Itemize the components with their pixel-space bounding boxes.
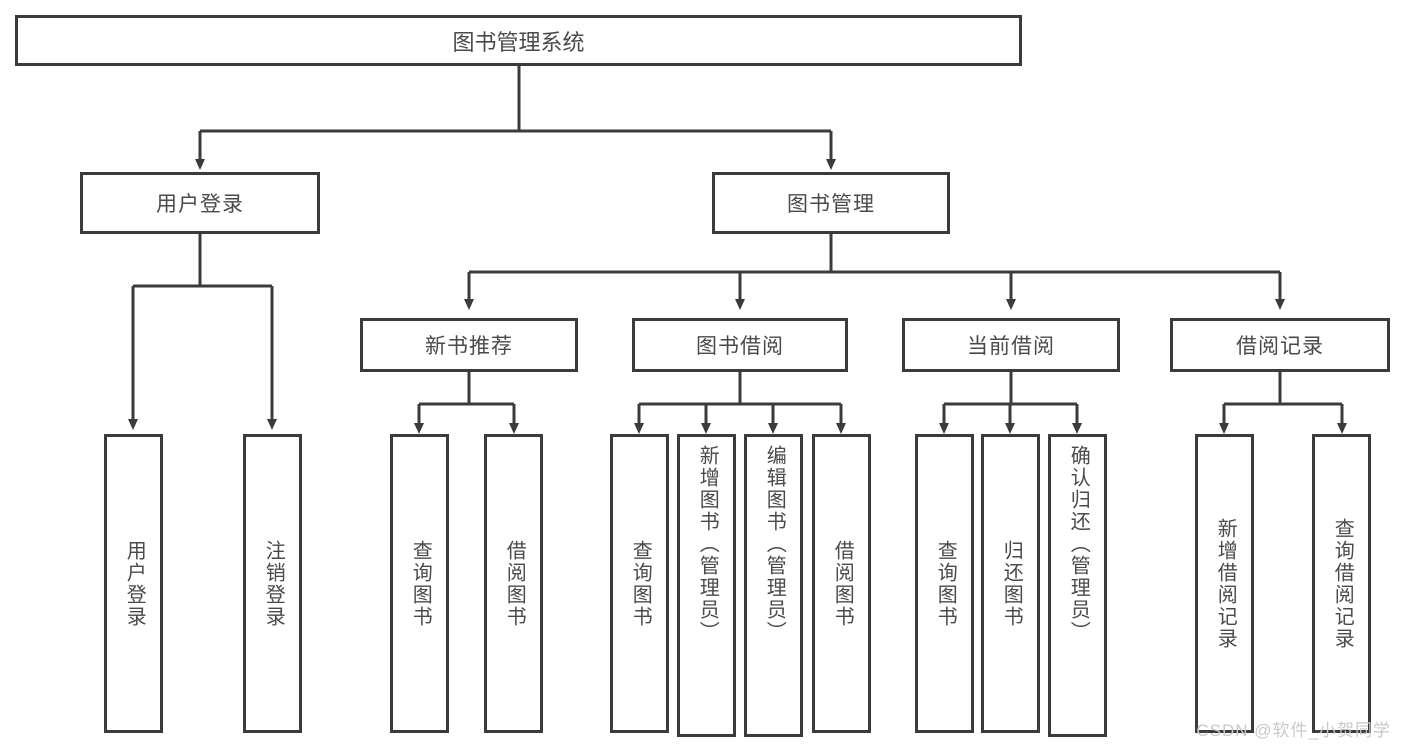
leaf-confirm-return-admin-label: 确认归还（管理员） — [1067, 445, 1090, 643]
leaf-current-query-book[interactable]: 查询图书 — [915, 434, 974, 733]
leaf-borrow-borrow-book[interactable]: 借阅图书 — [812, 434, 871, 733]
leaf-query-borrow-record-label: 查询借阅记录 — [1331, 517, 1354, 650]
node-root[interactable]: 图书管理系统 — [15, 15, 1022, 66]
leaf-logout[interactable]: 注销登录 — [243, 434, 302, 733]
leaf-newbook-query-book-label: 查询图书 — [409, 539, 432, 628]
leaf-newbook-borrow-book-label: 借阅图书 — [503, 539, 526, 628]
leaf-add-book-admin[interactable]: 新增图书（管理员） — [677, 434, 736, 737]
leaf-add-borrow-record[interactable]: 新增借阅记录 — [1195, 434, 1254, 733]
leaf-logout-label: 注销登录 — [262, 539, 285, 628]
leaf-user-login[interactable]: 用户登录 — [104, 434, 163, 733]
leaf-borrow-query-book-label: 查询图书 — [629, 539, 652, 628]
node-book-management[interactable]: 图书管理 — [712, 172, 950, 234]
leaf-edit-book-admin-label: 编辑图书（管理员） — [763, 445, 786, 643]
leaf-current-query-book-label: 查询图书 — [934, 539, 957, 628]
leaf-borrow-query-book[interactable]: 查询图书 — [610, 434, 669, 733]
node-book-borrow[interactable]: 图书借阅 — [632, 318, 848, 372]
node-borrow-record-label: 借阅记录 — [1236, 335, 1324, 358]
leaf-return-book-label: 归还图书 — [1000, 539, 1023, 628]
leaf-edit-book-admin[interactable]: 编辑图书（管理员） — [744, 434, 803, 737]
node-book-borrow-label: 图书借阅 — [696, 335, 784, 358]
leaf-confirm-return-admin[interactable]: 确认归还（管理员） — [1048, 434, 1107, 737]
node-new-book-recommend-label: 新书推荐 — [425, 335, 513, 358]
node-root-label: 图书管理系统 — [452, 29, 585, 55]
leaf-add-book-admin-label: 新增图书（管理员） — [696, 445, 719, 643]
node-current-borrow-label: 当前借阅 — [967, 335, 1055, 358]
leaf-user-login-label: 用户登录 — [123, 539, 146, 628]
leaf-newbook-query-book[interactable]: 查询图书 — [390, 434, 449, 733]
leaf-add-borrow-record-label: 新增借阅记录 — [1214, 517, 1237, 650]
node-new-book-recommend[interactable]: 新书推荐 — [360, 318, 578, 372]
leaf-newbook-borrow-book[interactable]: 借阅图书 — [484, 434, 543, 733]
node-borrow-record[interactable]: 借阅记录 — [1170, 318, 1390, 372]
node-current-borrow[interactable]: 当前借阅 — [902, 318, 1120, 372]
leaf-return-book[interactable]: 归还图书 — [981, 434, 1040, 733]
leaf-borrow-borrow-book-label: 借阅图书 — [831, 539, 854, 628]
node-user-login[interactable]: 用户登录 — [80, 172, 320, 234]
node-user-login-label: 用户登录 — [156, 193, 244, 216]
leaf-query-borrow-record[interactable]: 查询借阅记录 — [1312, 434, 1371, 733]
node-book-management-label: 图书管理 — [787, 193, 875, 216]
watermark-text: CSDN @软件_小贺同学 — [1196, 721, 1391, 740]
